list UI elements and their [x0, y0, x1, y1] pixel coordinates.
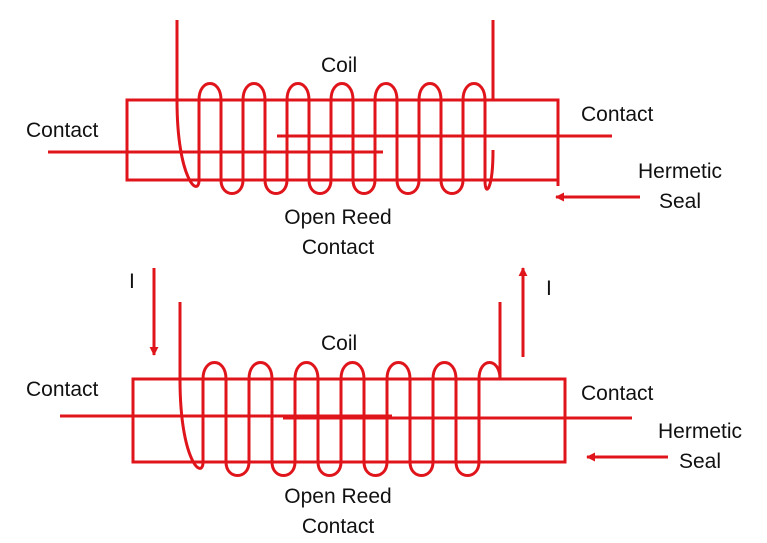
top-left-contact-label: Contact: [26, 119, 99, 142]
bottom-left-contact-label: Contact: [26, 378, 99, 401]
bottom-reed-label-line2: Contact: [301, 515, 375, 538]
bottom-right-contact-label: Contact: [581, 382, 654, 405]
top-coil-winding: [175, 82, 495, 195]
top-coil-label: Coil: [321, 54, 358, 77]
current-in-label: I: [129, 270, 135, 293]
bottom-seal-label-line1: Hermetic: [657, 420, 743, 443]
top-relay: [48, 20, 640, 202]
bottom-hermetic-seal-tube: [131, 377, 567, 464]
top-hermetic-seal-tube: [125, 98, 560, 182]
top-seal-label-line2: Seal: [658, 190, 702, 213]
top-reed-label-line2: Contact: [301, 236, 375, 259]
current-out-label: I: [546, 277, 552, 300]
top-reed-label-line1: Open Reed: [284, 206, 392, 229]
bottom-relay: [60, 267, 668, 477]
bottom-reed-label-line1: Open Reed: [284, 485, 392, 508]
bottom-seal-label-line2: Seal: [678, 450, 722, 473]
bottom-coil-label: Coil: [321, 332, 358, 355]
bottom-coil-winding: [178, 361, 502, 477]
top-right-contact-label: Contact: [581, 103, 654, 126]
top-seal-label-line1: Hermetic: [637, 160, 723, 183]
